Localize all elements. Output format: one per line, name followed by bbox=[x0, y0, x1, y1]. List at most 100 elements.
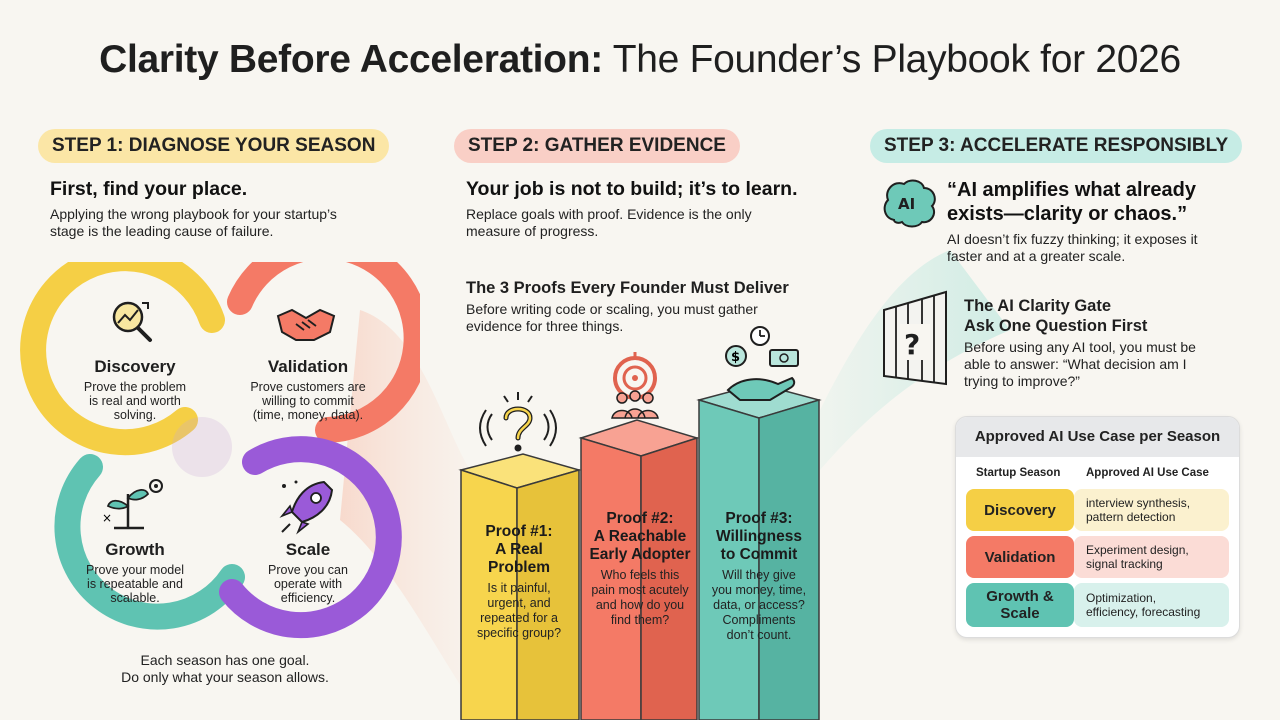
season-discovery-desc-3: solving. bbox=[113, 408, 157, 422]
table-row-2-use: Experiment design, signal tracking bbox=[1086, 543, 1189, 571]
money-hand-icon: $ bbox=[725, 326, 799, 401]
season-scale: Scale Prove you can operate with efficie… bbox=[244, 540, 372, 605]
proof-1-title: Proof #1: A Real Problem bbox=[462, 523, 576, 577]
target-people-icon bbox=[611, 352, 659, 419]
proof-2-title-3: Early Adopter bbox=[589, 546, 691, 563]
table-title: Approved AI Use Case per Season bbox=[956, 417, 1239, 457]
step2-sub-line1: Before writing code or scaling, you must… bbox=[466, 301, 758, 317]
proof-3: Proof #3: Willingness to Commit Will the… bbox=[701, 510, 817, 643]
table-row-3-use: Optimization, efficiency, forecasting bbox=[1086, 591, 1200, 619]
plant-gear-icon: × bbox=[102, 479, 163, 530]
question-sound-icon bbox=[479, 392, 557, 452]
proof-2-title: Proof #2: A Reachable Early Adopter bbox=[583, 510, 697, 564]
season-discovery-title: Discovery bbox=[94, 357, 176, 376]
handshake-icon bbox=[276, 308, 336, 341]
step1-body: Applying the wrong playbook for your sta… bbox=[50, 206, 337, 240]
rocket-icon bbox=[279, 480, 334, 535]
table-row-3-season: Growth & Scale bbox=[966, 583, 1074, 627]
season-validation-desc-1: Prove customers are bbox=[250, 380, 366, 394]
table-row-3-season-1: Growth & bbox=[986, 588, 1054, 605]
season-scale-desc-1: Prove you can bbox=[268, 563, 348, 577]
step2-body-line2: measure of progress. bbox=[466, 223, 599, 239]
season-growth-title: Growth bbox=[105, 540, 165, 559]
table-row-1-season-1: Discovery bbox=[984, 501, 1056, 519]
svg-text:×: × bbox=[102, 511, 112, 525]
step2-sub: Before writing code or scaling, you must… bbox=[466, 301, 758, 335]
proof-3-desc-4: Compliments bbox=[722, 613, 796, 627]
svg-text:$: $ bbox=[731, 350, 740, 365]
season-discovery-desc: Prove the problem is real and worth solv… bbox=[70, 380, 200, 422]
step3-quote-sub-line2: faster and at a greater scale. bbox=[947, 248, 1126, 264]
season-scale-desc-2: operate with bbox=[273, 577, 343, 591]
step1-heading: First, find your place. bbox=[50, 178, 248, 200]
step1-footer-line2: Do only what your season allows. bbox=[121, 669, 329, 685]
table-row-1-bg bbox=[1074, 489, 1229, 531]
table-row-1-season: Discovery bbox=[966, 489, 1074, 531]
table-row-3-season-2: Scale bbox=[1000, 605, 1040, 622]
season-growth-desc: Prove your model is repeatable and scala… bbox=[70, 563, 200, 605]
season-scale-desc: Prove you can operate with efficiency. bbox=[244, 563, 372, 605]
proof-2: Proof #2: A Reachable Early Adopter Who … bbox=[583, 510, 697, 628]
season-growth-desc-3: scalable. bbox=[110, 591, 160, 605]
proof-3-title-1: Proof #3: bbox=[725, 510, 793, 527]
table-row-2-use-2: signal tracking bbox=[1086, 557, 1163, 571]
season-validation-desc-3: (time, money, data). bbox=[252, 408, 364, 422]
proof-1-desc: Is it painful, urgent, and repeated for … bbox=[462, 581, 576, 641]
season-scale-title: Scale bbox=[285, 540, 331, 559]
proof-3-desc-1: Will they give bbox=[722, 568, 796, 582]
table-row-1-use-1: interview synthesis, bbox=[1086, 496, 1191, 510]
proof-1-title-2: A Real bbox=[495, 541, 543, 558]
season-discovery-desc-1: Prove the problem bbox=[83, 380, 187, 394]
table-row-3-bg bbox=[1074, 583, 1229, 627]
table-row-2-season: Validation bbox=[966, 536, 1074, 578]
proof-2-desc-3: and how do you bbox=[595, 598, 685, 612]
proof-1-title-3: Problem bbox=[487, 559, 550, 576]
step1-body-line2: stage is the leading cause of failure. bbox=[50, 223, 274, 239]
proof-1-desc-2: urgent, and bbox=[487, 596, 551, 610]
proof-1-desc-1: Is it painful, bbox=[487, 581, 551, 595]
gate-question-icon: ? bbox=[883, 290, 947, 386]
proof-3-desc-5: don’t count. bbox=[726, 628, 792, 642]
step2-body: Replace goals with proof. Evidence is th… bbox=[466, 206, 752, 240]
season-validation-title: Validation bbox=[267, 357, 349, 376]
proof-3-title-3: to Commit bbox=[720, 546, 798, 563]
proof-3-title-2: Willingness bbox=[716, 528, 802, 545]
proof-3-title: Proof #3: Willingness to Commit bbox=[701, 510, 817, 564]
table-col-use: Approved AI Use Case bbox=[1086, 467, 1209, 479]
proof-2-desc-2: pain most acutely bbox=[591, 583, 689, 597]
table-col-season: Startup Season bbox=[976, 467, 1061, 479]
step3-quote: “AI amplifies what already exists—clarit… bbox=[947, 178, 1196, 226]
gate-body-line2: able to answer: “What decision am I bbox=[964, 356, 1187, 372]
step2-body-line1: Replace goals with proof. Evidence is th… bbox=[466, 206, 752, 222]
step3-quote-line1: “AI amplifies what already bbox=[947, 179, 1196, 201]
table-row-3-use-1: Optimization, bbox=[1086, 591, 1157, 605]
gate-body-line3: trying to improve?” bbox=[964, 373, 1080, 389]
title-bold: Clarity Before Acceleration: bbox=[99, 38, 603, 81]
gate-body: Before using any AI tool, you must be ab… bbox=[964, 339, 1196, 390]
step1-body-line1: Applying the wrong playbook for your sta… bbox=[50, 206, 337, 222]
season-validation-desc-2: willing to commit bbox=[262, 394, 354, 408]
step3-quote-sub-line1: AI doesn’t fix fuzzy thinking; it expose… bbox=[947, 231, 1198, 247]
step3-quote-sub: AI doesn’t fix fuzzy thinking; it expose… bbox=[947, 231, 1198, 265]
proof-3-desc: Will they give you money, time, data, or… bbox=[701, 568, 817, 643]
proof-1-title-1: Proof #1: bbox=[485, 523, 553, 540]
svg-text:?: ? bbox=[904, 328, 920, 361]
step2-sub-line2: evidence for three things. bbox=[466, 318, 624, 334]
table-row-1-use: interview synthesis, pattern detection bbox=[1086, 496, 1190, 524]
table-row-2-bg bbox=[1074, 536, 1229, 578]
step2-heading: Your job is not to build; it’s to learn. bbox=[466, 178, 798, 200]
step1-footer: Each season has one goal. Do only what y… bbox=[100, 652, 350, 686]
proof-2-title-1: Proof #2: bbox=[606, 510, 674, 527]
brain-ai-icon: AI bbox=[883, 179, 936, 228]
proof-2-desc-1: Who feels this bbox=[600, 568, 680, 582]
proof-2-desc-4: find them? bbox=[610, 613, 670, 627]
gate-title-line2: Ask One Question First bbox=[964, 317, 1148, 335]
gate-body-line1: Before using any AI tool, you must be bbox=[964, 339, 1196, 355]
season-validation-desc: Prove customers are willing to commit (t… bbox=[240, 380, 376, 422]
table-row-1-use-2: pattern detection bbox=[1086, 510, 1176, 524]
table-row-2-use-1: Experiment design, bbox=[1086, 543, 1189, 557]
table-row-3-use-2: efficiency, forecasting bbox=[1086, 605, 1201, 619]
season-growth: Growth Prove your model is repeatable an… bbox=[70, 540, 200, 605]
season-scale-desc-3: efficiency. bbox=[280, 591, 336, 605]
proof-3-desc-3: data, or access? bbox=[713, 598, 805, 612]
